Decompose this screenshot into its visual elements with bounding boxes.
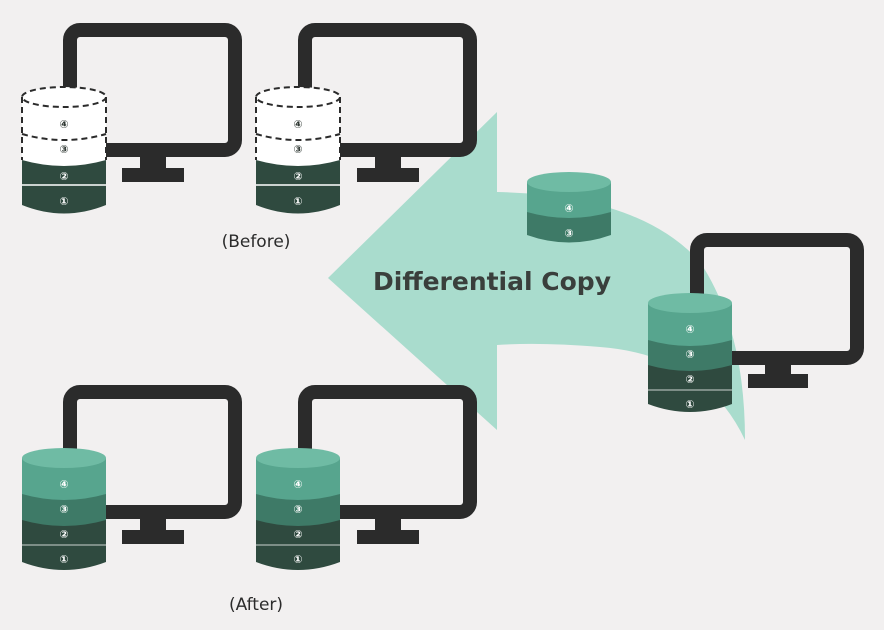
block-4-label: ④ [59,478,68,491]
differential-copy-label: Differential Copy [373,267,611,296]
database-after-2: ④ ③ ② ① [256,448,340,570]
block-4-label: ④ [685,323,694,336]
before-computer-2: ① ② ③ ④ [255,23,477,214]
database-after-1: ④ ③ ② ① [22,448,106,570]
after-computer-2: ④ ③ ② ① [256,385,477,570]
block-4-label: ④ [293,478,302,491]
block-3-label: ③ [685,348,694,361]
block-1-label: ① [685,398,694,411]
block-1-label: ① [293,195,302,208]
block-3-label: ③ [59,503,68,516]
block-1-label: ① [59,553,68,566]
before-caption: (Before) [222,232,291,252]
database-before-2: ① ② ③ ④ [255,86,341,214]
block-3-label: ③ [293,503,302,516]
block-4-label: ④ [293,118,302,131]
block-4-label: ④ [59,118,68,131]
block-2-label: ② [293,528,302,541]
block-4-label: ④ [564,202,573,215]
differential-copy-arrow [328,112,745,440]
after-caption: (After) [229,595,283,615]
block-3-label: ③ [59,143,68,156]
block-1-label: ① [59,195,68,208]
differential-data-block: ④ ③ [527,172,611,243]
block-2-label: ② [59,170,68,183]
database-before-1: ① ② ③ ④ [21,86,107,214]
database-source: ④ ③ ② ① [648,293,732,412]
after-computer-1: ④ ③ ② ① [22,385,242,570]
before-computer-1: ① ② ③ ④ [21,23,242,214]
block-2-label: ② [293,170,302,183]
block-3-label: ③ [293,143,302,156]
block-3-label: ③ [564,227,573,240]
block-2-label: ② [59,528,68,541]
block-2-label: ② [685,373,694,386]
source-computer: ④ ③ ② ① [648,233,864,412]
block-1-label: ① [293,553,302,566]
